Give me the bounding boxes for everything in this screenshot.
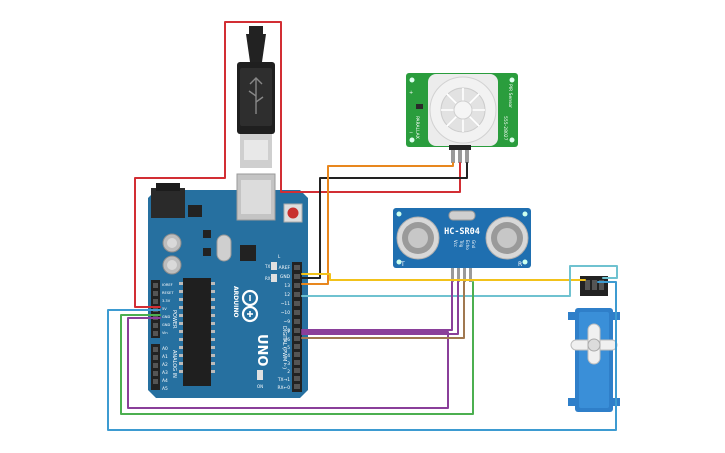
rx-led-label: RX <box>265 276 271 281</box>
digital-pin-labels: AREF GND 13 12 ~11 ~10 ~9 8 7 ~6 ~5 4 ~3… <box>277 265 291 391</box>
ultrasonic-pin-echo: Echo <box>465 240 470 250</box>
wire-orange-pin13[interactable] <box>301 162 454 285</box>
pin-label-a2: A2 <box>162 362 168 368</box>
ultrasonic-t-label: T <box>400 261 405 268</box>
ultrasonic-sensor[interactable]: HC-SR04 T R Vcc Trig Echo Gnd <box>393 208 531 282</box>
pin-label-10: ~10 <box>281 310 290 316</box>
pin-label-3: ~3 <box>284 361 291 367</box>
pin-label-6: ~6 <box>284 337 291 343</box>
pin-label-5v: 5V <box>162 307 167 311</box>
pin-label-a4: A4 <box>162 378 168 384</box>
wire-brown-echo[interactable] <box>301 281 459 335</box>
pir-plus-mark: + <box>409 90 413 96</box>
wire-black-gnd[interactable] <box>301 162 468 279</box>
pin-label-3v3: 3.3V <box>162 299 171 303</box>
servo-horn[interactable] <box>570 323 618 365</box>
wire-blue-servo-power[interactable] <box>107 281 617 431</box>
ultrasonic-transmitter <box>396 216 440 260</box>
wire-red-5v[interactable] <box>134 21 461 308</box>
pin-label-tx1: TX→1 <box>277 377 290 383</box>
analog-in-label: ANALOG IN <box>171 350 177 378</box>
pin-label-4: 4 <box>287 353 290 359</box>
pin-label-gnd-top: GND <box>280 274 291 280</box>
servo-motor[interactable] <box>568 276 620 412</box>
pir-sensor[interactable]: PIR Sensor 555-28027 PARALLAX + − <box>406 73 518 163</box>
pin-label-rx0: RX←0 <box>277 385 290 391</box>
pin-label-reset: RESET <box>162 291 174 295</box>
ultrasonic-receiver <box>485 216 529 260</box>
wire-yellow-servo[interactable] <box>301 273 586 281</box>
pin-label-2: 2 <box>287 369 290 375</box>
usb-icon <box>248 77 264 114</box>
ultrasonic-pin-gnd: Gnd <box>471 240 476 249</box>
pir-side-label: PIR Sensor <box>507 84 513 108</box>
pir-brand-label: PARALLAX <box>414 116 420 139</box>
arduino-model-label: UNO <box>254 334 269 367</box>
pin-label-gnd-2: GND <box>162 323 170 327</box>
wire-green-gnd[interactable] <box>120 281 474 415</box>
pir-model-label: 555-28027 <box>502 116 508 141</box>
ultrasonic-model-label: HC-SR04 <box>444 227 480 237</box>
l-led-label: L <box>278 254 281 259</box>
wire-purple-5v[interactable] <box>127 317 449 409</box>
pin-label-9: ~9 <box>284 319 291 325</box>
power-label: POWER <box>171 310 177 329</box>
arduino-brand-label: ARDUINO <box>232 286 239 317</box>
pin-label-a1: A1 <box>162 354 168 360</box>
analog-pin-labels: A0 A1 A2 A3 A4 A5 <box>162 346 168 392</box>
ultrasonic-pin-vcc: Vcc <box>453 240 458 247</box>
pin-label-5: ~5 <box>284 345 291 351</box>
ultrasonic-pin-trig: Trig <box>459 239 464 248</box>
wire-cyan-pin11[interactable] <box>301 265 618 297</box>
pin-label-a5: A5 <box>162 386 168 392</box>
wire-brown-trig[interactable] <box>301 281 465 339</box>
ultrasonic-r-label: R <box>518 261 522 268</box>
pin-label-a3: A3 <box>162 370 168 376</box>
usb-cable[interactable] <box>237 26 275 168</box>
arduino-uno-board[interactable]: ARDUINO UNO DIGITAL (PWM ~) POWER ANALOG… <box>148 173 308 398</box>
tx-led-label: TX <box>264 264 270 269</box>
pin-label-13: 13 <box>284 283 290 289</box>
pin-label-ioref: IOREF <box>162 283 173 287</box>
pin-label-gnd-1: GND <box>162 315 170 319</box>
pin-label-aref: AREF <box>279 265 291 271</box>
on-led-label: ON <box>257 384 263 389</box>
pin-label-7: 7 <box>287 329 290 335</box>
pir-minus-mark: − <box>409 130 413 136</box>
wire-purple-vcc[interactable] <box>301 281 453 331</box>
pin-label-vin: Vin <box>162 331 168 335</box>
pin-label-11: ~11 <box>281 301 290 307</box>
pin-label-a0: A0 <box>162 346 168 352</box>
arduino-logo-icon <box>241 289 259 323</box>
digital-pwm-label: DIGITAL (PWM ~) <box>281 326 287 369</box>
pin-label-12: 12 <box>284 292 290 298</box>
wires[interactable] <box>107 21 618 431</box>
pin-label-8: 8 <box>287 328 290 334</box>
power-pin-labels: IOREF RESET 3.3V 5V GND GND Vin <box>162 283 174 335</box>
